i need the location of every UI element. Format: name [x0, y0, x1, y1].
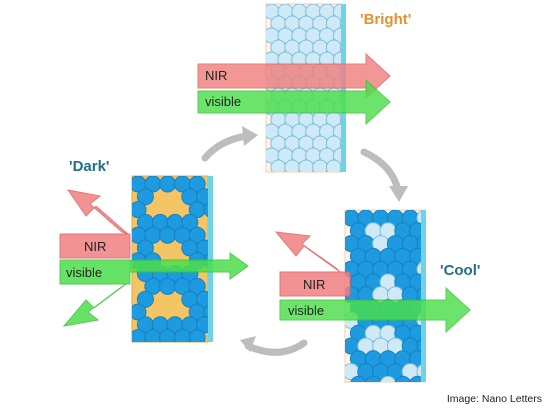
sphere — [181, 213, 199, 231]
dark-visible-band — [59, 252, 249, 285]
cool-label: 'Cool' — [440, 262, 481, 279]
sphere — [136, 239, 154, 257]
dark-nir-label: NIR — [84, 239, 107, 254]
sphere — [416, 210, 421, 226]
dark-nir-band — [59, 233, 131, 259]
sphere — [332, 147, 341, 164]
sphere — [196, 290, 208, 308]
sphere — [332, 123, 341, 140]
sphere — [416, 287, 421, 303]
bright-visible-arrow — [197, 78, 391, 126]
bright-label: 'Bright' — [360, 11, 412, 28]
sphere — [136, 290, 154, 308]
dark-nir-reflect-arrow — [66, 189, 129, 235]
sphere — [284, 159, 301, 172]
cycle-arrow-bright-to-cool — [360, 148, 402, 194]
sphere — [196, 239, 208, 257]
sphere — [159, 329, 177, 342]
bright-nir-arrow — [197, 52, 391, 100]
sphere — [159, 226, 177, 244]
image-credit: Image: Nano Letters — [446, 393, 542, 405]
cycle-arrow-cool-to-dark — [244, 339, 308, 356]
sphere — [409, 247, 421, 265]
sphere — [159, 277, 177, 295]
bright-film — [265, 3, 346, 173]
dark-substrate — [208, 176, 213, 342]
sphere — [339, 19, 341, 28]
sphere — [339, 139, 341, 148]
sphere — [325, 39, 341, 56]
sphere — [409, 222, 421, 240]
dark-film — [131, 175, 213, 343]
cool-film — [344, 209, 426, 383]
sphere — [394, 375, 411, 382]
sphere — [203, 202, 208, 218]
sphere — [144, 329, 162, 342]
sphere — [416, 236, 421, 252]
sphere — [196, 188, 208, 206]
cool-visible-label: visible — [288, 303, 325, 318]
cycle-arrowheads — [240, 126, 408, 352]
sphere — [298, 159, 315, 172]
sphere — [325, 135, 341, 152]
sphere — [416, 364, 421, 380]
dark-visible-reflect-arrow — [62, 283, 127, 327]
bright-nir-label: NIR — [205, 68, 228, 83]
cool-nir-reflect-arrow — [274, 231, 341, 273]
cool-substrate — [421, 210, 426, 382]
dark-label: 'Dark' — [69, 158, 110, 175]
sphere — [188, 277, 206, 295]
cool-visible-arrow — [279, 286, 471, 334]
sphere — [409, 375, 421, 382]
sphere — [173, 329, 191, 342]
sphere — [379, 375, 397, 382]
sphere — [203, 304, 208, 320]
sphere — [325, 159, 341, 172]
sphere — [132, 201, 147, 219]
sphere — [188, 176, 206, 193]
sphere — [339, 115, 341, 124]
sphere — [409, 273, 421, 291]
sphere — [339, 163, 341, 172]
sphere — [132, 303, 147, 321]
cool-nir-label: NIR — [303, 277, 326, 292]
sphere — [312, 159, 329, 172]
bright-visible-label: visible — [205, 94, 242, 109]
sphere — [270, 159, 287, 172]
sphere — [188, 329, 206, 342]
sphere — [188, 226, 206, 244]
sphere — [350, 375, 367, 382]
dark-visible-label: visible — [66, 265, 103, 280]
sphere — [409, 324, 421, 342]
sphere — [196, 316, 208, 334]
cool-nir-band — [279, 271, 351, 297]
sphere — [339, 43, 341, 52]
sphere — [136, 188, 154, 206]
sphere — [325, 15, 341, 32]
sphere — [332, 27, 341, 44]
sphere — [365, 375, 382, 382]
sphere — [409, 350, 421, 368]
cycle-arrow-dark-to-bright — [201, 132, 251, 162]
sphere — [416, 261, 421, 277]
sphere — [332, 4, 341, 20]
cycle-arrows — [201, 132, 402, 356]
sphere — [159, 176, 177, 193]
sphere — [132, 329, 147, 342]
sphere — [416, 338, 421, 354]
